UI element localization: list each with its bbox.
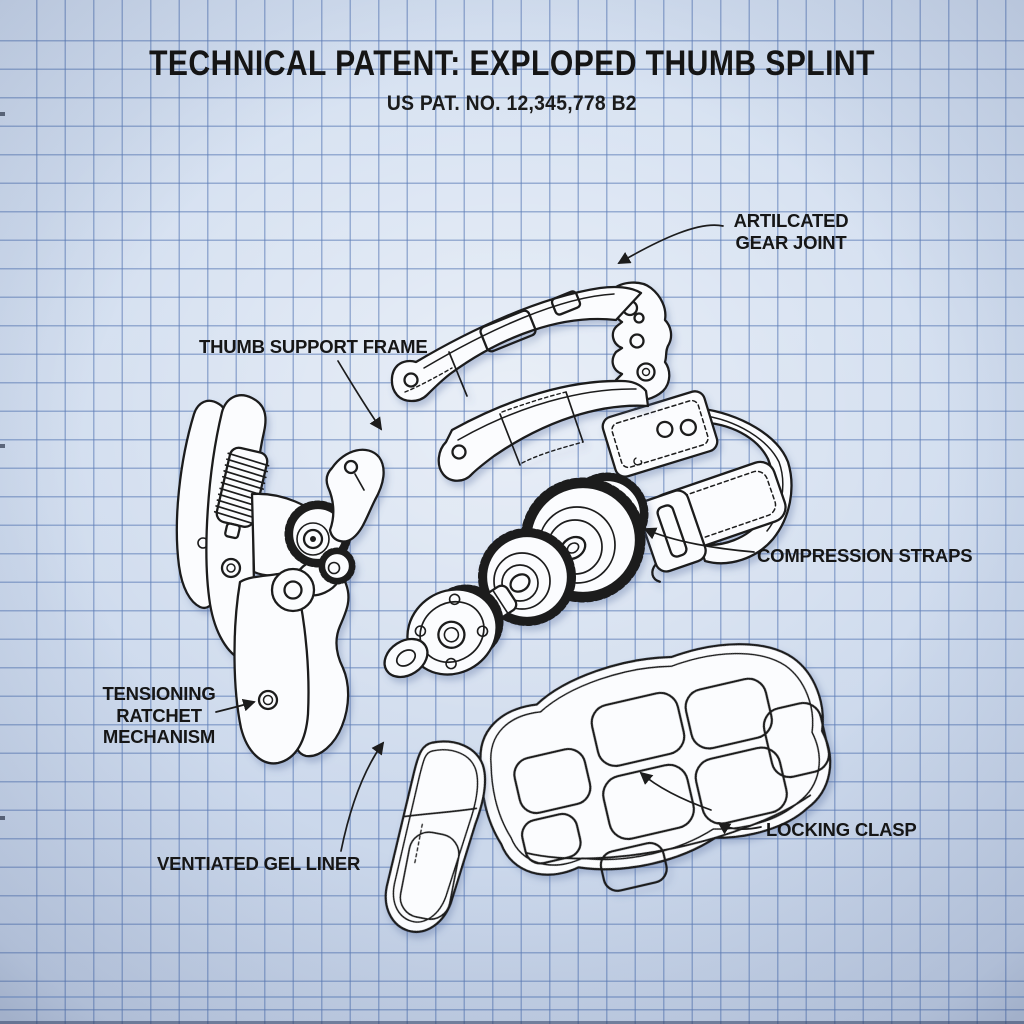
edge-tick: [0, 112, 5, 116]
leader-gel-liner: [340, 741, 385, 852]
leader-thumb-frame: [337, 360, 383, 431]
leader-pad-center: [639, 771, 712, 811]
thumb-support-frame-drawing: [390, 281, 673, 482]
patent-number-text: US PAT. NO. 12,345,778 B2: [387, 92, 637, 115]
gel-liner-drawing: [384, 740, 487, 933]
patent-number: US PAT. NO. 12,345,778 B2: [0, 92, 1024, 116]
page-bottom-edge: [0, 1021, 1024, 1024]
label-ventilated-gel-liner: VENTIATED GEL LINER: [157, 853, 361, 874]
label-compression-straps: COMPRESSION STRAPS: [757, 545, 973, 566]
splint-body-drawing: [175, 394, 385, 765]
edge-tick: [0, 816, 5, 820]
label-thumb-support-frame: THUMB SUPPORT FRAME: [199, 336, 428, 357]
grid-extra-line: [0, 996, 1024, 998]
gear-train-drawing: [383, 472, 649, 679]
edge-tick: [0, 444, 5, 448]
title-text: TECHNICAL PATENT: EXPLOPED THUMB SPLINT: [149, 44, 875, 83]
leader-compression-straps: [643, 527, 755, 553]
page-title: TECHNICAL PATENT: EXPLOPED THUMB SPLINT: [0, 44, 1024, 84]
gel-pad-drawing: [479, 643, 832, 892]
label-tensioning-ratchet-mechanism: TENSIONING RATCHET MECHANISM: [102, 683, 216, 747]
leader-locking-clasp: [717, 821, 762, 835]
leader-lines: [215, 224, 762, 852]
leader-ratchet: [215, 699, 256, 713]
compression-strap-drawing: [601, 390, 793, 583]
label-articulated-gear-joint: ARTILCATED GEAR JOINT: [733, 210, 849, 253]
leader-gear-joint: [617, 224, 724, 264]
label-locking-clasp: LOCKING CLASP: [766, 819, 917, 840]
